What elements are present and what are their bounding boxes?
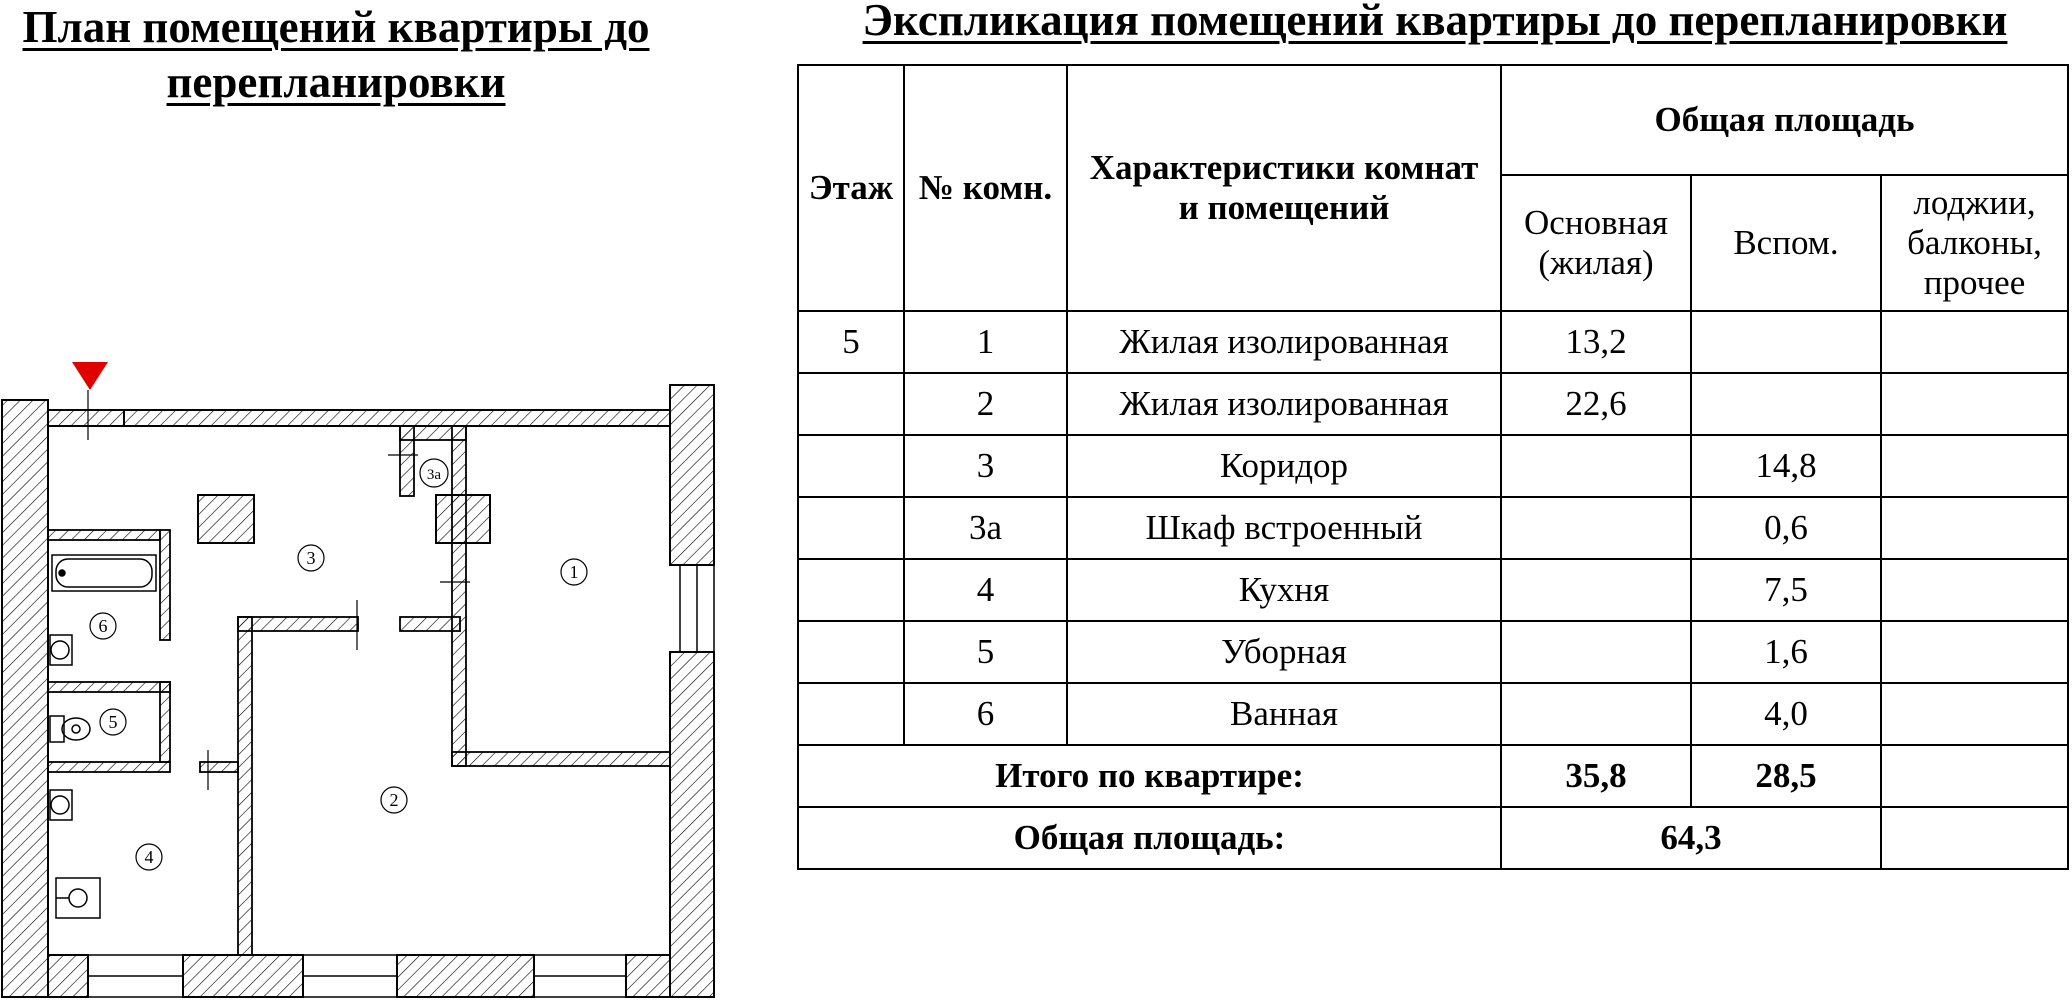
total-main: 35,8 — [1500, 744, 1692, 808]
bathtub — [51, 554, 157, 592]
door-markers — [87, 390, 470, 790]
cell-main — [1500, 496, 1692, 560]
header-characteristics: Характеристики комнат и помещений — [1066, 64, 1502, 312]
header-room-no: № комн. — [903, 64, 1068, 312]
cell-floor — [797, 434, 905, 498]
cell-floor — [797, 620, 905, 684]
cell-other — [1880, 558, 2069, 622]
cell-floor — [797, 558, 905, 622]
cell-room-no: 5 — [903, 620, 1068, 684]
header-aux: Вспом. — [1690, 174, 1882, 312]
cell-main — [1500, 682, 1692, 746]
grand-total-label: Общая площадь: — [797, 806, 1502, 870]
cell-aux: 14,8 — [1690, 434, 1882, 498]
cell-other — [1880, 620, 2069, 684]
room-label-3a: 3а — [427, 467, 442, 483]
cell-main — [1500, 558, 1692, 622]
table-row: 2 Жилая изолированная 22,6 — [797, 372, 2069, 436]
header-row-2: Основная (жилая) Вспом. лоджии, балконы,… — [798, 174, 2069, 312]
cell-floor — [797, 496, 905, 560]
cell-room-no: 3а — [903, 496, 1068, 560]
cell-aux: 0,6 — [1690, 496, 1882, 560]
cell-name: Коридор — [1066, 434, 1502, 498]
room-labels: 1 2 3 3а 4 5 6 — [89, 458, 588, 871]
cell-room-no: 2 — [903, 372, 1068, 436]
room-label-5: 5 — [109, 712, 118, 732]
table-row: 6 Ванная 4,0 — [797, 682, 2069, 746]
table-row: 5 Уборная 1,6 — [797, 620, 2069, 684]
header-total-area: Общая площадь — [1500, 64, 2069, 176]
plan-title-line1: План помещений квартиры до — [22, 2, 650, 52]
toilet — [49, 715, 91, 743]
cell-floor — [797, 682, 905, 746]
cell-other — [1880, 682, 2069, 746]
cell-room-no: 6 — [903, 682, 1068, 746]
cell-main — [1500, 434, 1692, 498]
room-label-4: 4 — [145, 847, 154, 867]
windows — [87, 564, 715, 998]
cell-aux: 7,5 — [1690, 558, 1882, 622]
cell-main — [1500, 620, 1692, 684]
cell-aux: 1,6 — [1690, 620, 1882, 684]
header-other: лоджии, балконы, прочее — [1880, 174, 2069, 312]
cell-name: Шкаф встроенный — [1066, 496, 1502, 560]
room-label-2: 2 — [390, 790, 399, 810]
room-label-6: 6 — [99, 616, 108, 636]
table-row: 3 Коридор 14,8 — [797, 434, 2069, 498]
cell-other — [1880, 496, 2069, 560]
cell-aux — [1690, 310, 1882, 374]
total-other — [1880, 744, 2069, 808]
cell-aux — [1690, 372, 1882, 436]
cell-floor: 5 — [797, 310, 905, 374]
columns — [197, 494, 491, 544]
cell-floor — [797, 372, 905, 436]
cell-main: 22,6 — [1500, 372, 1692, 436]
room-label-3: 3 — [307, 548, 316, 568]
grand-total-row: Общая площадь: 64,3 — [797, 806, 2069, 870]
cell-other — [1880, 310, 2069, 374]
cell-aux: 4,0 — [1690, 682, 1882, 746]
grand-total-value: 64,3 — [1500, 806, 1882, 870]
header-floor: Этаж — [797, 64, 905, 312]
entry-marker-icon — [72, 362, 108, 390]
cell-name: Жилая изолированная — [1066, 372, 1502, 436]
cell-name: Жилая изолированная — [1066, 310, 1502, 374]
table-row: 5 1 Жилая изолированная 13,2 — [797, 310, 2069, 374]
cell-room-no: 1 — [903, 310, 1068, 374]
plan-title: План помещений квартиры до перепланировк… — [0, 0, 672, 110]
total-row: Итого по квартире: 35,8 28,5 — [797, 744, 2069, 808]
internal-walls — [47, 425, 671, 956]
table-row: 4 Кухня 7,5 — [797, 558, 2069, 622]
stove — [55, 877, 101, 919]
cell-room-no: 3 — [903, 434, 1068, 498]
cell-other — [1880, 372, 2069, 436]
cell-main: 13,2 — [1500, 310, 1692, 374]
header-row-1: Этаж № комн. Характеристики комнат и пом… — [797, 64, 2069, 312]
explication-table: Этаж № комн. Характеристики комнат и пом… — [797, 64, 2069, 870]
total-label: Итого по квартире: — [797, 744, 1502, 808]
cell-other — [1880, 434, 2069, 498]
plan-title-line2: перепланировки — [166, 57, 506, 107]
cell-name: Уборная — [1066, 620, 1502, 684]
header-main: Основная (жилая) — [1500, 174, 1692, 312]
room-label-1: 1 — [570, 562, 579, 582]
grand-total-other — [1880, 806, 2069, 870]
explication-title: Экспликация помещений квартиры до перепл… — [862, 0, 2008, 45]
total-aux: 28,5 — [1690, 744, 1882, 808]
table-row: 3а Шкаф встроенный 0,6 — [797, 496, 2069, 560]
floor-plan: 1 2 3 3а 4 5 6 — [0, 355, 720, 1000]
sinks — [49, 634, 73, 821]
cell-room-no: 4 — [903, 558, 1068, 622]
cell-name: Кухня — [1066, 558, 1502, 622]
cell-name: Ванная — [1066, 682, 1502, 746]
